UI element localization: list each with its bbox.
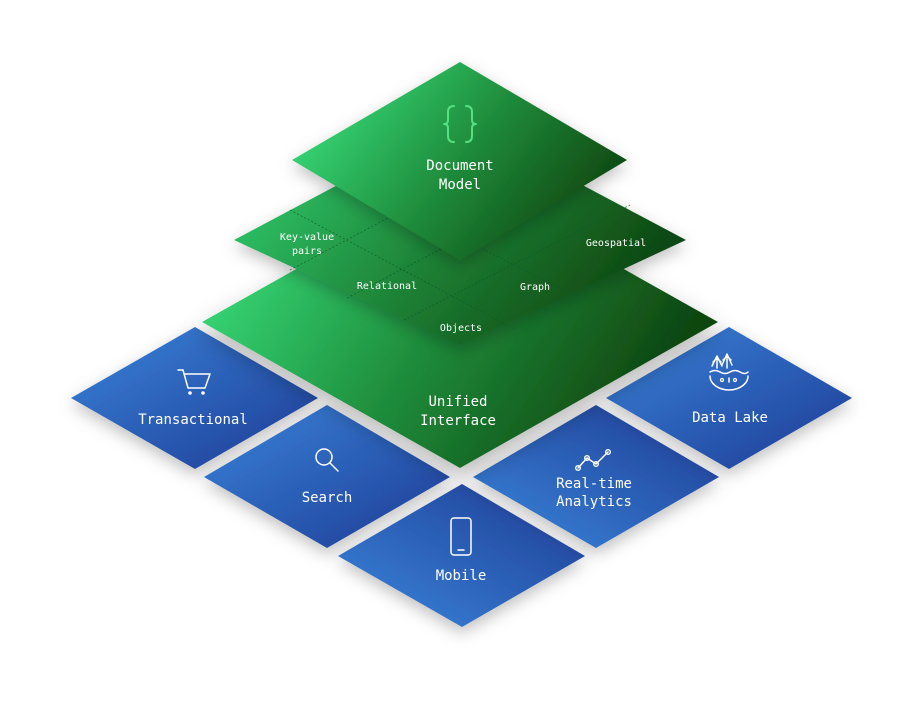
model-key-value-line2: pairs <box>292 246 322 257</box>
curly-braces-icon <box>443 105 477 143</box>
smartphone-icon <box>450 517 472 556</box>
tile-mobile: Mobile <box>338 484 585 627</box>
model-key-value-line1: Key-value <box>280 232 334 243</box>
model-relational: Relational <box>357 281 417 292</box>
unified-interface-title-line2: Interface <box>420 413 496 429</box>
unified-interface-title-line1: Unified <box>428 394 487 410</box>
layer-document-model: Document Model <box>292 62 627 260</box>
tile-data-lake-label: Data Lake <box>692 410 768 426</box>
tile-search: Search <box>204 405 450 548</box>
tile-realtime-label-line1: Real-time <box>556 476 632 492</box>
model-graph: Graph <box>520 282 550 293</box>
document-model-title-line2: Model <box>439 177 481 193</box>
tile-transactional: Transactional <box>71 327 318 469</box>
tile-data-lake: Data Lake <box>606 327 852 469</box>
tile-search-label: Search <box>302 490 353 506</box>
tile-mobile-label: Mobile <box>436 568 487 584</box>
model-geospatial: Geospatial <box>586 238 646 249</box>
trees-lake-icon <box>709 353 749 391</box>
document-model-title-line1: Document <box>426 158 493 174</box>
grid-line <box>289 209 517 331</box>
tile-transactional-label: Transactional <box>138 412 248 428</box>
magnifier-icon <box>315 448 339 472</box>
tile-realtime-label-line2: Analytics <box>556 494 632 510</box>
line-chart-icon <box>575 448 611 471</box>
shopping-cart-icon <box>177 369 211 395</box>
tile-realtime-analytics: Real-time Analytics <box>473 405 719 548</box>
model-objects: Objects <box>440 323 482 334</box>
